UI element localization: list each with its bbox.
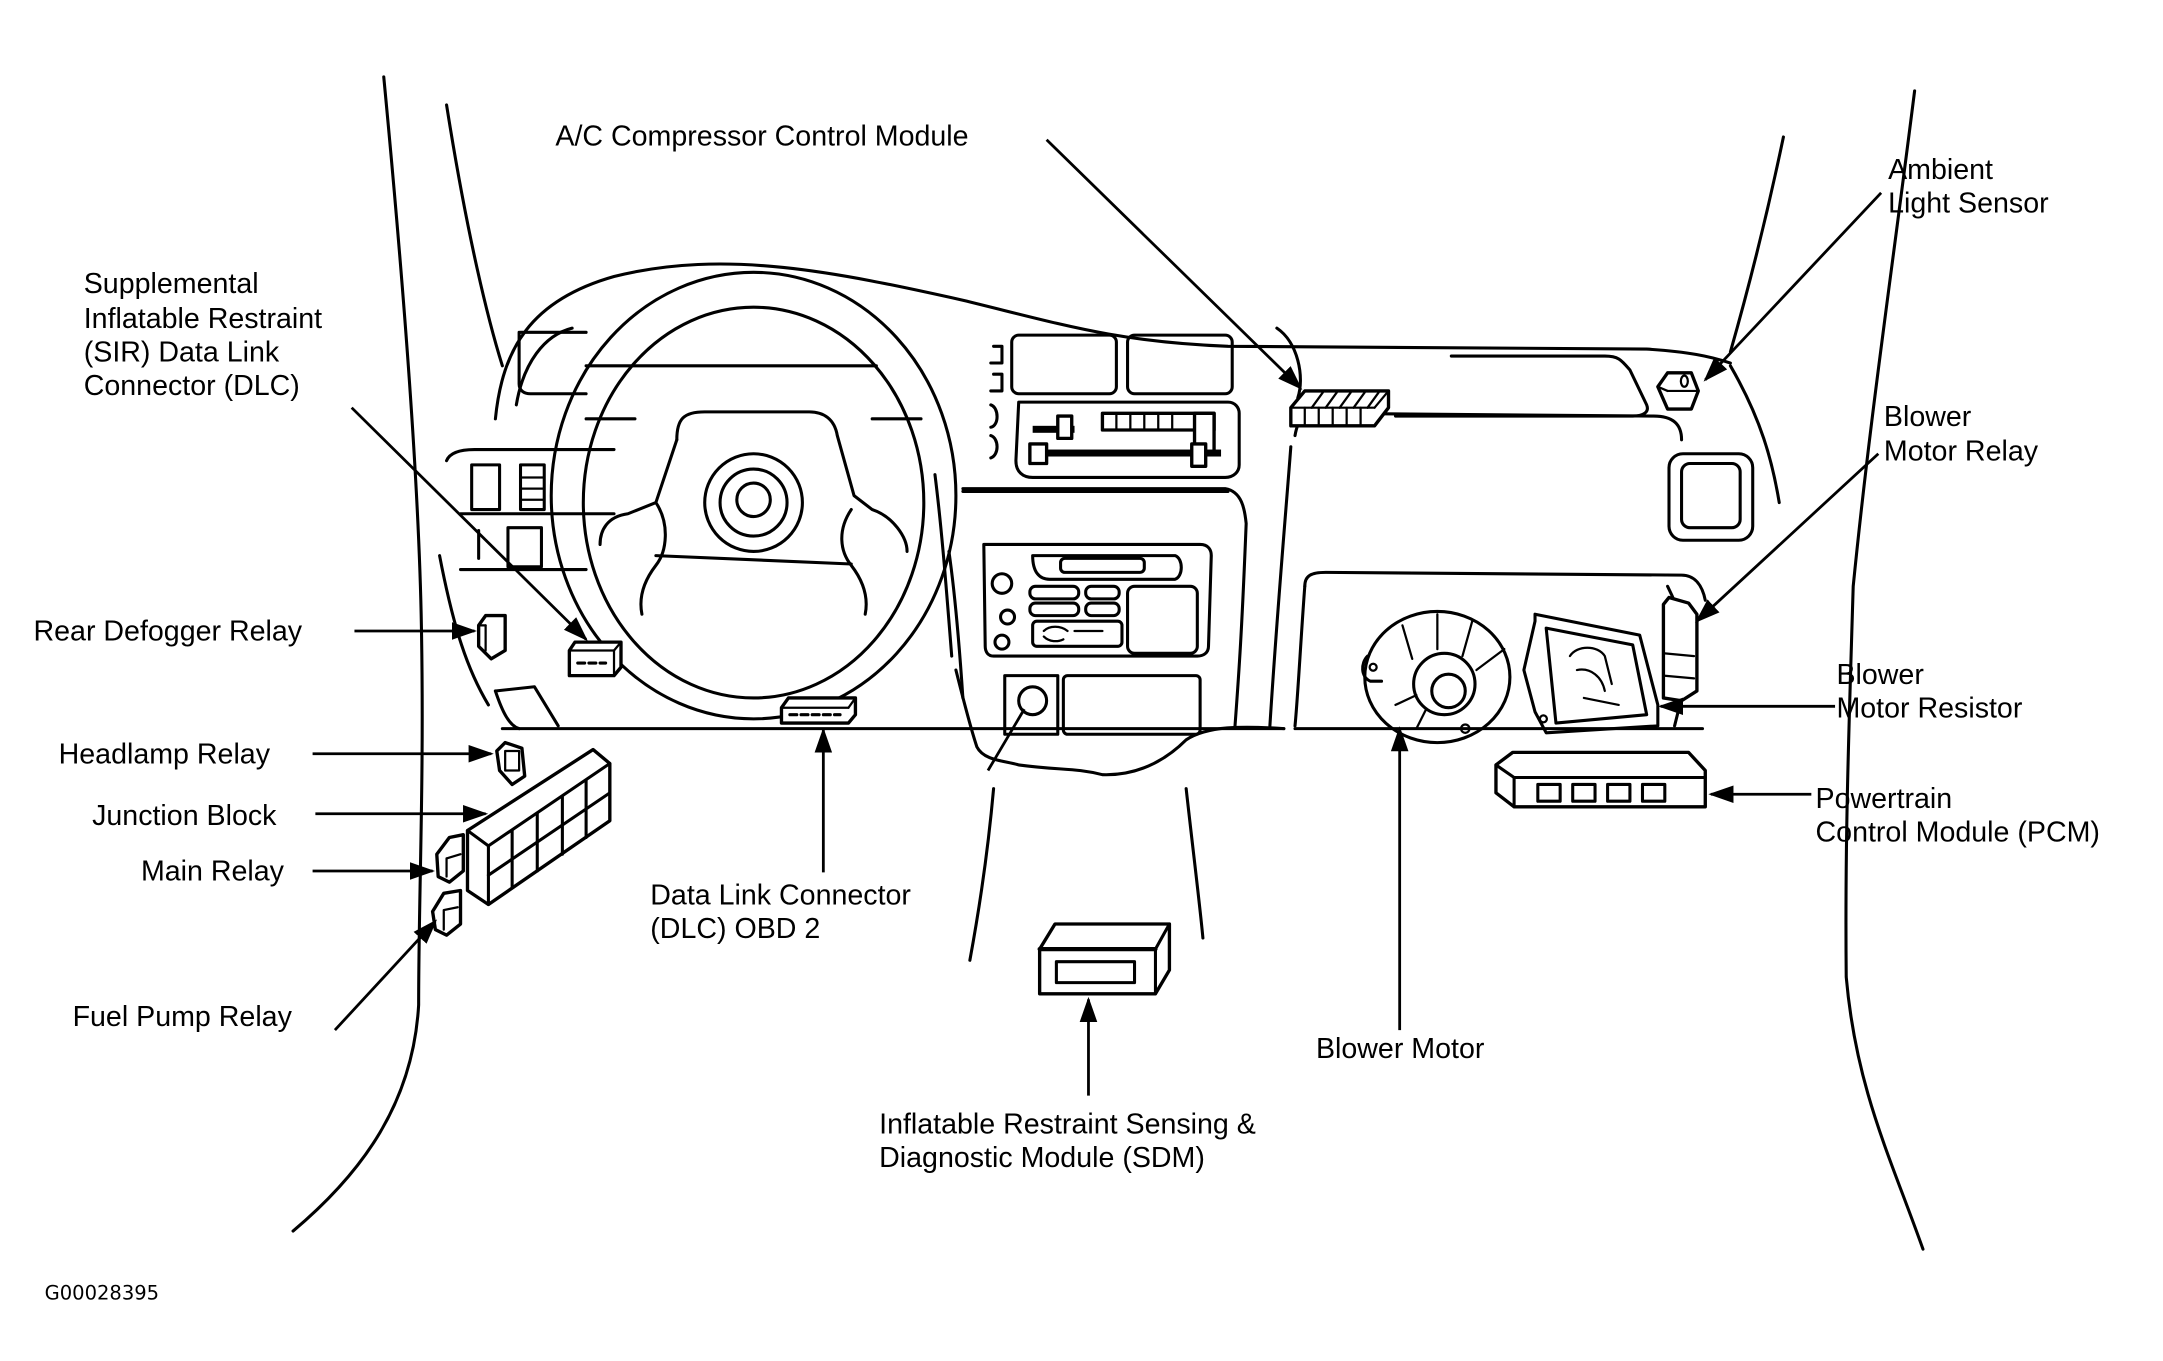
a-pillar-right <box>1728 89 1925 1251</box>
label-line: Main Relay <box>141 856 285 888</box>
label-fuel-pump-relay: Fuel Pump Relay <box>73 1001 293 1033</box>
label-line: Junction Block <box>92 800 277 832</box>
label-line: Inflatable Restraint Sensing & <box>879 1108 1256 1140</box>
label-line: Headlamp Relay <box>59 739 271 771</box>
label-blower-motor-relay: Blower Motor Relay <box>1884 401 2039 468</box>
label-rear-defogger-relay: Rear Defogger Relay <box>33 616 302 648</box>
blower-motor <box>1361 609 1512 745</box>
label-line: Blower <box>1836 659 1924 691</box>
label-line: Diagnostic Module (SDM) <box>879 1142 1205 1174</box>
label-blower-motor: Blower Motor <box>1316 1033 1485 1065</box>
sdm-module <box>1037 922 1172 996</box>
ac-compressor-control-module <box>1289 389 1391 428</box>
ambient-light-sensor <box>1656 371 1700 411</box>
label-ambient-light-sensor: Ambient Light Sensor <box>1888 154 2049 219</box>
label-line: Motor Resistor <box>1836 692 2022 724</box>
label-line: (SIR) Data Link <box>84 337 280 369</box>
label-ac-compressor-control-module: A/C Compressor Control Module <box>555 120 968 152</box>
label-line: Motor Relay <box>1884 436 2039 468</box>
label-line: Supplemental <box>84 268 259 300</box>
fuel-pump-relay-shape <box>430 888 463 937</box>
label-line: Data Link Connector <box>650 879 911 911</box>
label-line: Light Sensor <box>1888 187 2049 219</box>
label-line: Blower <box>1884 401 1972 433</box>
label-sir-data-link-connector: Supplemental Inflatable Restraint (SIR) … <box>84 268 322 402</box>
label-line: Ambient <box>1888 154 1993 186</box>
label-line: (DLC) OBD 2 <box>650 913 820 945</box>
label-line: Powertrain <box>1816 783 1953 815</box>
label-main-relay: Main Relay <box>141 856 285 888</box>
label-data-link-connector-obd2: Data Link Connector (DLC) OBD 2 <box>650 879 911 944</box>
label-line: Fuel Pump Relay <box>73 1001 293 1033</box>
label-line: Blower Motor <box>1316 1033 1485 1065</box>
main-relay-shape <box>435 833 465 884</box>
label-line: Connector (DLC) <box>84 370 300 402</box>
dashboard <box>438 262 1781 962</box>
label-powertrain-control-module: Powertrain Control Module (PCM) <box>1816 783 2100 848</box>
sir-data-link-connector <box>567 640 623 678</box>
figure-id-code: G00028395 <box>45 1281 159 1304</box>
label-headlamp-relay: Headlamp Relay <box>59 739 271 771</box>
label-blower-motor-resistor: Blower Motor Resistor <box>1836 659 2022 724</box>
label-junction-block: Junction Block <box>92 800 277 832</box>
label-line: Control Module (PCM) <box>1816 817 2100 849</box>
blower-motor-resistor <box>1522 612 1660 735</box>
label-line: A/C Compressor Control Module <box>555 120 968 152</box>
leader-lines <box>312 138 1883 1096</box>
label-line: Inflatable Restraint <box>84 303 322 335</box>
powertrain-control-module <box>1494 750 1707 809</box>
junction-block <box>465 747 612 907</box>
label-line: Rear Defogger Relay <box>33 616 302 648</box>
a-pillar-left <box>291 75 504 1233</box>
steering-wheel <box>549 270 958 721</box>
rear-defogger-relay-shape <box>476 613 507 661</box>
dlc-obd2-connector <box>779 696 858 725</box>
headlamp-relay-shape <box>495 740 527 787</box>
blower-motor-relay-shape <box>1661 595 1699 703</box>
label-sdm: Inflatable Restraint Sensing & Diagnosti… <box>879 1108 1256 1173</box>
